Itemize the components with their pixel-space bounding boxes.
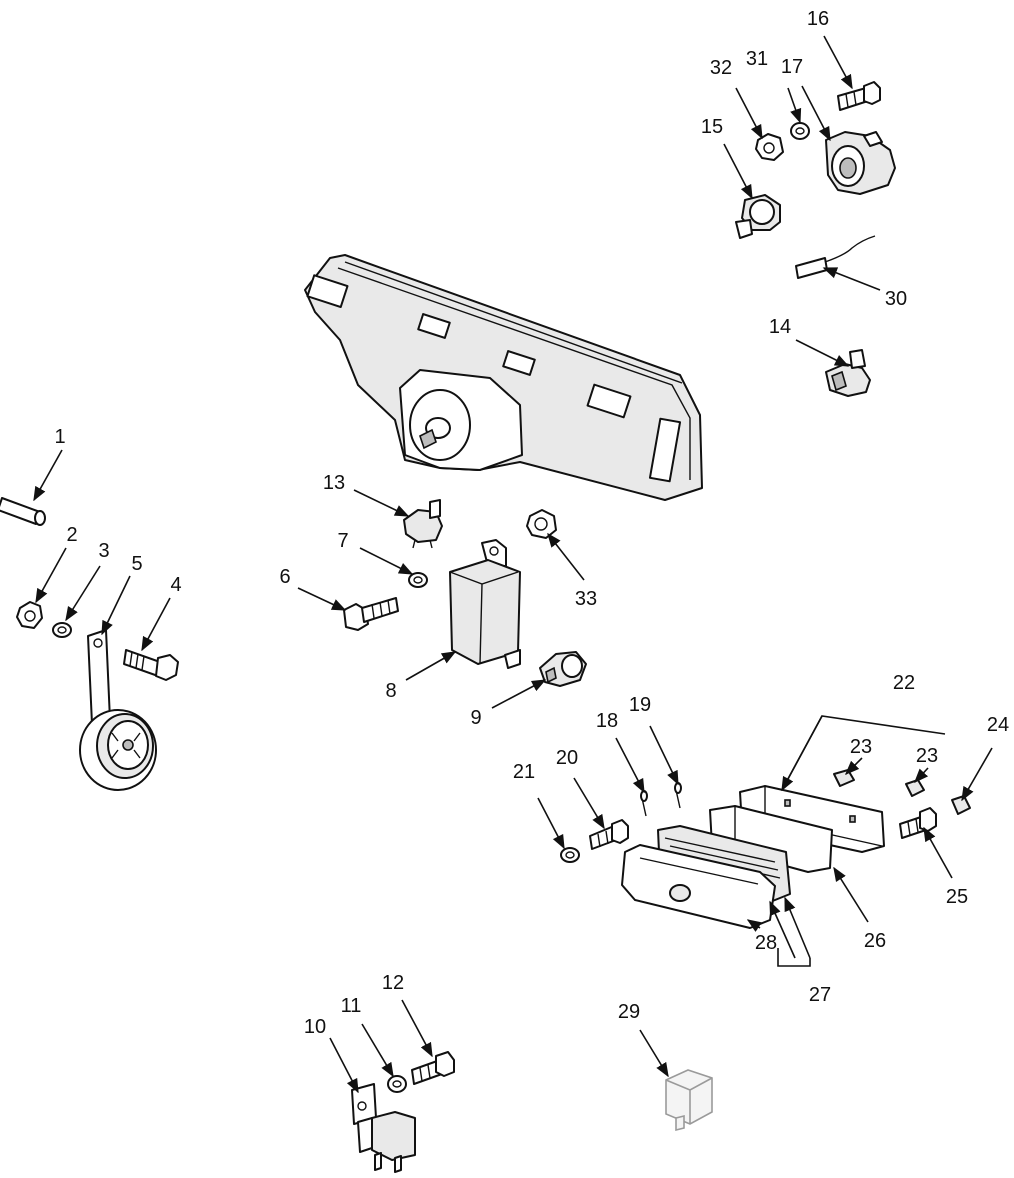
part-7-washer <box>408 572 428 588</box>
part-23-clip-a <box>833 769 855 787</box>
part-21-washer <box>560 847 580 863</box>
part-25-bolt <box>899 807 937 839</box>
part-5-horn-bracket <box>79 629 157 791</box>
part-20-bolt <box>589 819 629 850</box>
callout-5: 5 <box>131 553 142 575</box>
callout-21: 21 <box>513 761 535 783</box>
part-13-bulb <box>403 499 443 549</box>
callout-14: 14 <box>769 316 791 338</box>
callout-13: 13 <box>323 472 345 494</box>
callout-11: 11 <box>341 995 362 1017</box>
part-19-pin <box>674 782 682 809</box>
part-28-lens <box>621 844 776 929</box>
callout-10: 10 <box>304 1016 326 1038</box>
leader-lines <box>33 35 993 1094</box>
callout-16: 16 <box>807 8 829 30</box>
callout-24: 24 <box>987 714 1009 736</box>
part-12-bolt <box>411 1051 455 1085</box>
part-18-pin <box>640 790 648 817</box>
callout-31: 31 <box>746 48 768 70</box>
callout-28: 28 <box>755 932 777 954</box>
part-33-nut <box>526 509 557 539</box>
callout-33: 33 <box>575 588 597 610</box>
callout-1: 1 <box>54 426 65 448</box>
callout-15: 15 <box>701 116 723 138</box>
part-24-clip <box>951 795 971 815</box>
callout-19: 19 <box>629 694 651 716</box>
part-16-bolt <box>837 81 881 111</box>
callout-25: 25 <box>946 886 968 908</box>
part-14-switch <box>825 349 871 397</box>
callout-labels: 1 2 3 4 5 6 7 8 9 10 11 12 13 14 15 16 1… <box>54 8 1009 1038</box>
callout-18: 18 <box>596 710 618 732</box>
part-6-bolt <box>343 597 399 631</box>
callout-4: 4 <box>170 574 181 596</box>
callout-20: 20 <box>556 747 578 769</box>
part-17-socket <box>825 131 896 195</box>
callout-32: 32 <box>710 57 732 79</box>
part-31-washer <box>790 122 810 140</box>
callout-23a: 23 <box>850 736 872 758</box>
part-9-bulb-holder <box>539 651 587 687</box>
callout-26: 26 <box>864 930 886 952</box>
callout-27: 27 <box>809 984 831 1006</box>
part-2-nut <box>16 601 43 629</box>
callout-7: 7 <box>337 530 348 552</box>
part-4-bolt <box>123 649 179 681</box>
callout-12: 12 <box>382 972 404 994</box>
callout-6: 6 <box>279 566 290 588</box>
callout-8: 8 <box>385 680 396 702</box>
callout-9: 9 <box>470 707 481 729</box>
callout-30: 30 <box>885 288 907 310</box>
lamp-housing <box>304 254 703 501</box>
part-15-bulb-holder <box>735 194 781 239</box>
callout-29: 29 <box>618 1001 640 1023</box>
part-29-relay <box>665 1069 713 1132</box>
part-32-nut <box>755 133 784 161</box>
part-23-clip-b <box>905 779 925 797</box>
callout-17: 17 <box>781 56 803 78</box>
part-3-washer <box>52 622 72 638</box>
part-11-washer <box>387 1075 407 1093</box>
part-8-flasher-unit <box>449 539 521 669</box>
callout-3: 3 <box>98 540 109 562</box>
callout-22: 22 <box>893 672 915 694</box>
callout-23b: 23 <box>916 745 938 767</box>
part-1-pin <box>0 497 46 526</box>
part-10-relay-bracket <box>351 1083 416 1173</box>
callout-2: 2 <box>66 524 77 546</box>
